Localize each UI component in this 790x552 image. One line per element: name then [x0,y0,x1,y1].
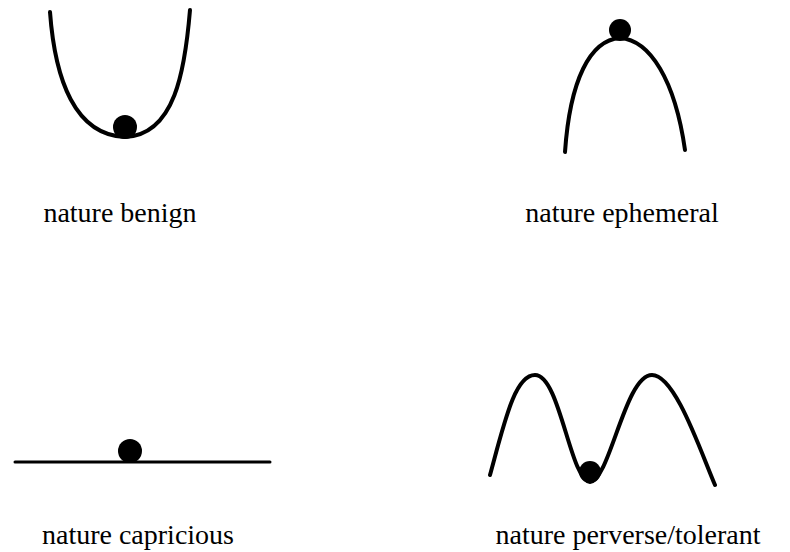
hill-curve [565,38,685,152]
caption-label: nature ephemeral [525,199,719,227]
ball [579,461,601,483]
flat-line [15,461,270,464]
caption-label: nature perverse/tolerant [495,521,760,549]
caption-label: nature benign [43,199,196,227]
caption-label: nature capricious [42,521,234,549]
double-hill-curve [490,375,715,485]
ball [113,115,137,139]
ball [609,19,631,41]
ball [118,439,142,463]
